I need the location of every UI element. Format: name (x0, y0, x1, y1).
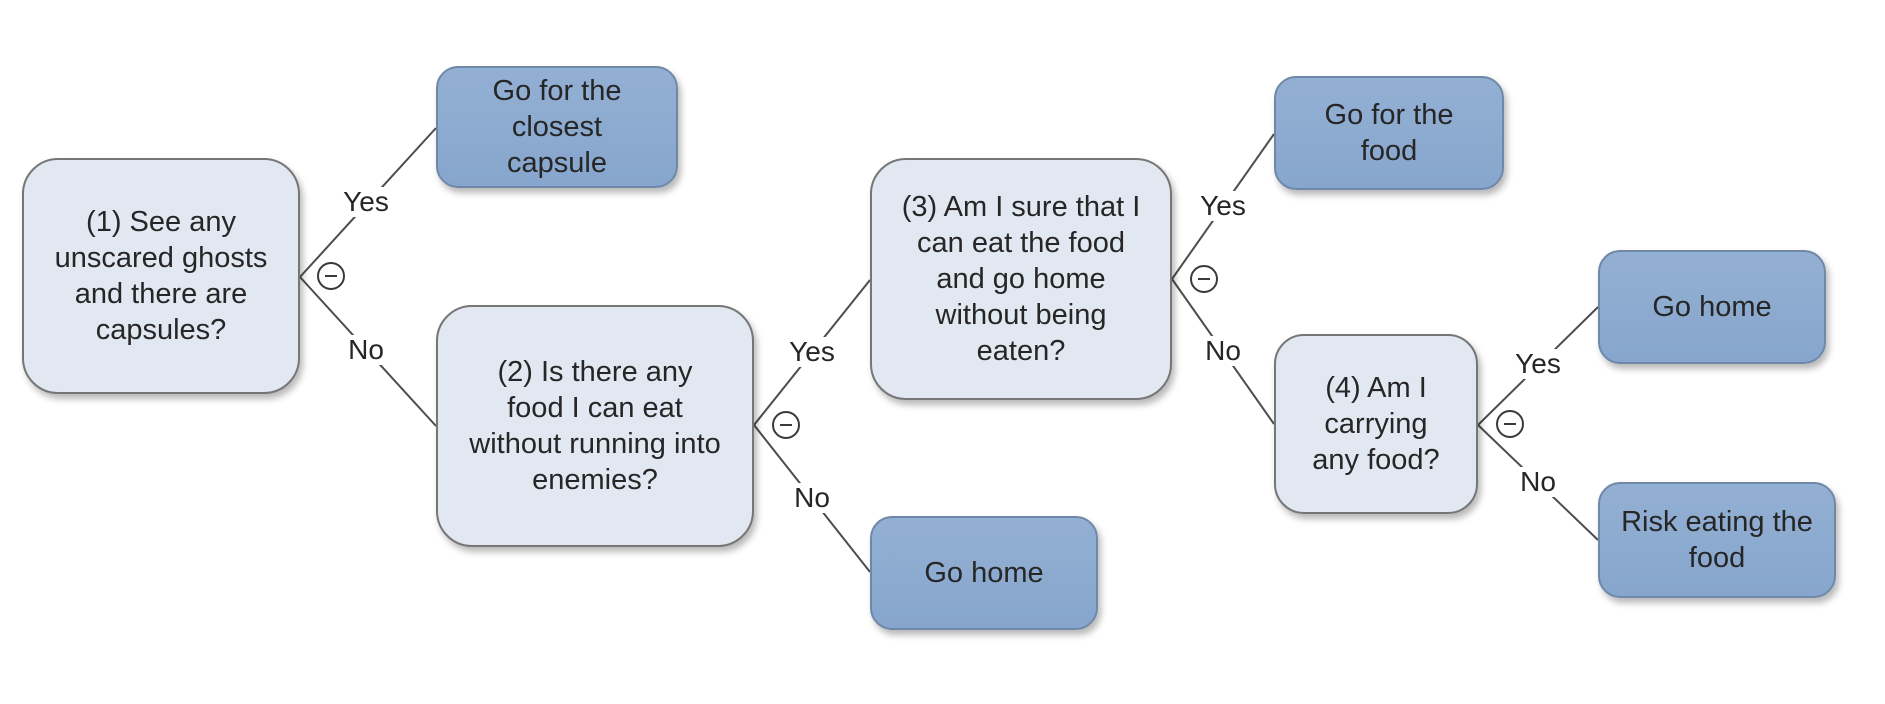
edge-label-q4-no: No (1518, 466, 1558, 497)
edge-label-q3-no: No (1203, 335, 1243, 366)
decision-node-4[interactable]: (4) Am I carrying any food? (1274, 334, 1478, 514)
action-node-go-home-2-text: Go home (1652, 291, 1772, 323)
edge-label-q1-no: No (346, 334, 386, 365)
action-node-go-home-1[interactable]: Go home (870, 516, 1098, 630)
edge-label-q2-yes: Yes (787, 336, 837, 367)
collapse-minus-icon[interactable] (1190, 265, 1218, 293)
decision-node-3-text: (3) Am I sure that I can eat the food an… (901, 191, 1141, 367)
decision-node-1-text: (1) See any unscared ghosts and there ar… (54, 206, 268, 346)
action-node-closest-capsule-text: Go for the closest capsule (492, 75, 622, 179)
decision-node-2-text: (2) Is there any food I can eat without … (469, 356, 721, 496)
action-node-risk-eating-text: Risk eating the food (1621, 506, 1813, 574)
action-node-go-for-food-text: Go for the food (1324, 99, 1454, 167)
action-node-go-for-food[interactable]: Go for the food (1274, 76, 1504, 190)
decision-node-3[interactable]: (3) Am I sure that I can eat the food an… (870, 158, 1172, 400)
collapse-minus-icon[interactable] (1496, 410, 1524, 438)
edge-label-q4-yes: Yes (1513, 348, 1563, 379)
action-node-risk-eating[interactable]: Risk eating the food (1598, 482, 1836, 598)
edge-label-q3-yes: Yes (1198, 190, 1248, 221)
decision-node-1[interactable]: (1) See any unscared ghosts and there ar… (22, 158, 300, 394)
action-node-go-home-1-text: Go home (924, 557, 1044, 589)
edge-label-q2-no: No (792, 482, 832, 513)
decision-node-4-text: (4) Am I carrying any food? (1312, 372, 1440, 476)
collapse-minus-icon[interactable] (772, 411, 800, 439)
action-node-closest-capsule[interactable]: Go for the closest capsule (436, 66, 678, 188)
edge-label-q1-yes: Yes (341, 186, 391, 217)
decision-node-2[interactable]: (2) Is there any food I can eat without … (436, 305, 754, 547)
collapse-minus-icon[interactable] (317, 262, 345, 290)
action-node-go-home-2[interactable]: Go home (1598, 250, 1826, 364)
